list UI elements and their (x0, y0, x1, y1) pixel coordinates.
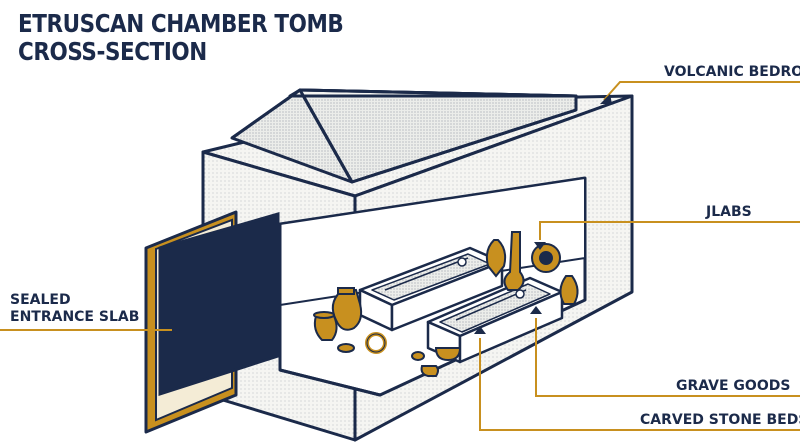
leader-jlabs (539, 221, 800, 240)
grave-goods (313, 231, 579, 377)
label-carved-stone-beds: CARVED STONE BEDS (640, 412, 800, 428)
entrance-label-line-1: SEALED (10, 292, 71, 308)
leader-bedrock (603, 81, 800, 101)
label-sealed-entrance-slab: SEALED ENTRANCE SLAB (10, 292, 139, 326)
title-line-2: CROSS-SECTION (18, 37, 207, 66)
label-grave-goods: GRAVE GOODS (676, 378, 791, 394)
leader-grave-goods (535, 318, 800, 397)
leader-stone-beds (479, 338, 800, 431)
page-title: ETRUSCAN CHAMBER TOMB CROSS-SECTION (18, 9, 344, 66)
stone-beds-arrow (474, 326, 486, 334)
jlabs-arrow (534, 242, 546, 250)
leader-arrows (172, 94, 612, 336)
leader-lines (0, 81, 800, 431)
entrance-label-line-2: ENTRANCE SLAB (10, 309, 140, 325)
entrance-slab (144, 210, 280, 434)
bedrock-arrow (600, 94, 612, 104)
stone-bed-back (358, 246, 504, 332)
entrance-arrow (172, 324, 180, 336)
title-line-1: ETRUSCAN CHAMBER TOMB (18, 9, 344, 38)
label-jlabs: JLABS (706, 204, 752, 220)
label-volcanic-bedrock: VOLCANIC BEDROCK (664, 64, 800, 80)
grave-goods-arrow (530, 306, 542, 314)
